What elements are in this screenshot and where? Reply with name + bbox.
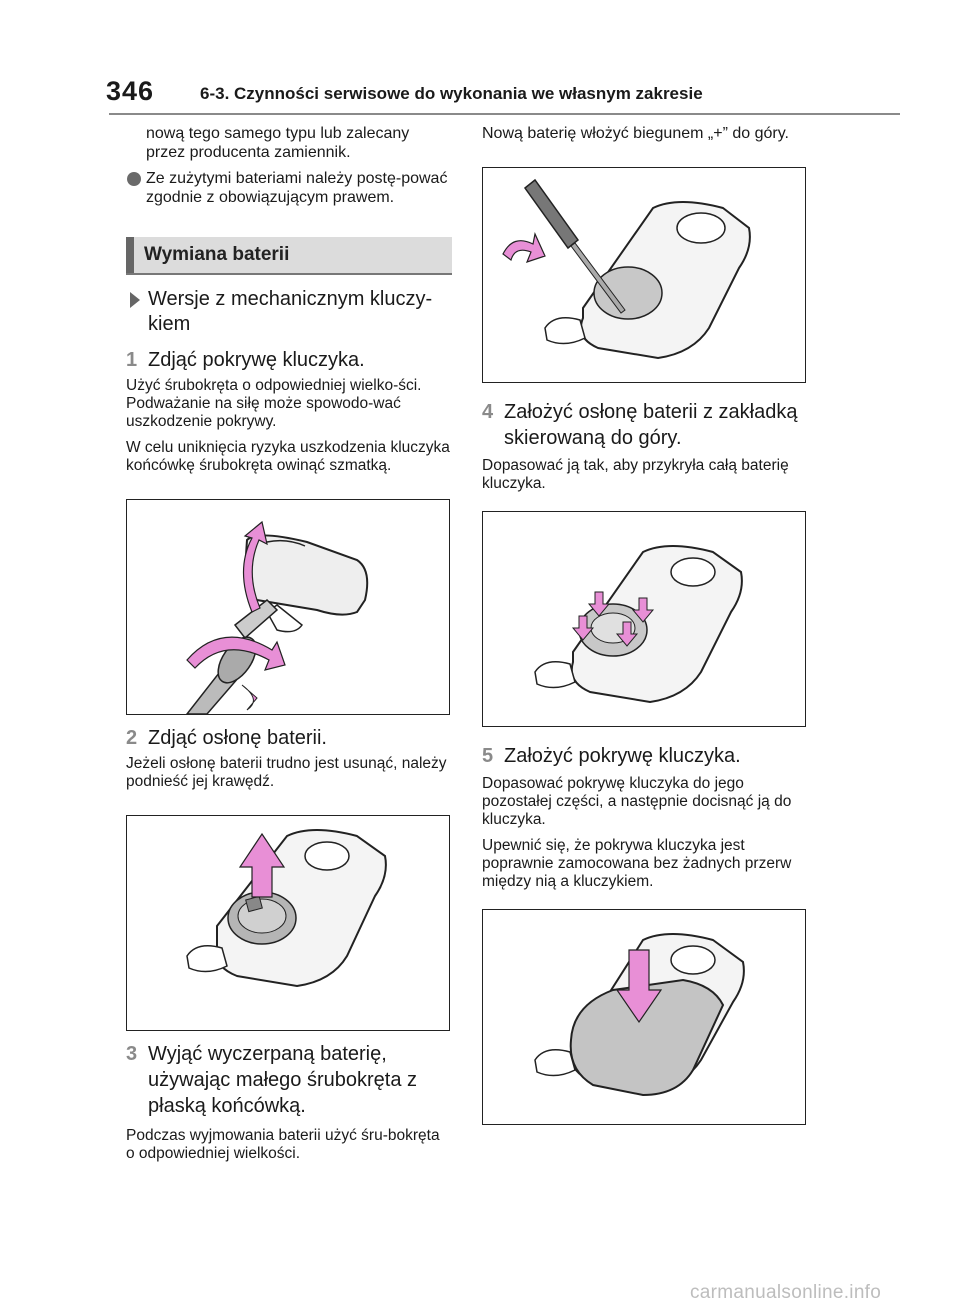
step-3: 3 Wyjąć wyczerpaną baterię, używając mał… xyxy=(126,1041,452,1119)
bullet-dot-icon xyxy=(127,172,141,186)
heading-bar xyxy=(126,237,134,273)
triangle-marker-icon xyxy=(130,292,140,308)
left-column: nową tego samego typu lub zalecany przez… xyxy=(126,124,452,1163)
figure-insert-battery xyxy=(482,167,806,383)
step-number: 3 xyxy=(126,1043,138,1065)
step-1-note-2: W celu uniknięcia ryzyka uszkodzenia klu… xyxy=(126,439,450,474)
battery-insert-note: Nową baterię włożyć biegunem „+” do góry… xyxy=(482,125,789,142)
bullet-item: Ze zużytymi bateriami należy postę-pować… xyxy=(126,169,452,207)
step-5-note: Dopasować pokrywę kluczyka do jego pozos… xyxy=(482,775,792,828)
section-title: 6-3. Czynności serwisowe do wykonania we… xyxy=(200,84,703,103)
step-number: 1 xyxy=(126,349,138,371)
step-1-note: Użyć śrubokręta o odpowiedniej wielko-śc… xyxy=(126,377,422,430)
step-4-note: Dopasować ją tak, aby przykryła całą bat… xyxy=(482,457,789,492)
step-number: 2 xyxy=(126,727,138,749)
step-title: Wyjąć wyczerpaną baterię, używając małeg… xyxy=(148,1043,418,1117)
section-heading: Wymiana baterii xyxy=(126,237,452,275)
watermark: carmanualsonline.info xyxy=(690,1282,882,1303)
step-number: 5 xyxy=(482,745,494,767)
step-number: 4 xyxy=(482,401,494,423)
step-3-note: Podczas wyjmowania baterii użyć śru-bokr… xyxy=(126,1127,440,1162)
variant-label: Wersje z mechanicznym kluczy-kiem xyxy=(126,287,452,337)
key-cover-pry-illustration xyxy=(186,520,369,714)
battery-shield-lift-illustration xyxy=(186,829,387,988)
step-2: 2 Zdjąć osłonę baterii. xyxy=(126,725,452,751)
step-5-note-2: Upewnić się, że pokrywa kluczyka jest po… xyxy=(482,837,792,890)
bullet-text: Ze zużytymi bateriami należy postę-pować… xyxy=(146,170,448,206)
battery-screwdriver-illustration xyxy=(502,178,751,360)
figure-remove-cover xyxy=(126,499,450,715)
step-title: Zdjąć osłonę baterii. xyxy=(148,727,327,749)
intro-continuation: nową tego samego typu lub zalecany przez… xyxy=(146,125,410,161)
figure-install-cover xyxy=(482,909,806,1125)
right-column: Nową baterię włożyć biegunem „+” do góry… xyxy=(482,124,808,1125)
figure-remove-battery-shield xyxy=(126,815,450,1031)
page-header: 346 6-3. Czynności serwisowe do wykonani… xyxy=(0,0,960,115)
step-title: Założyć pokrywę kluczyka. xyxy=(504,745,741,767)
figure-install-shield xyxy=(482,511,806,727)
cover-install-illustration xyxy=(534,933,745,1097)
heading-text: Wymiana baterii xyxy=(144,244,290,265)
shield-install-illustration xyxy=(534,545,743,704)
step-title: Zdjąć pokrywę kluczyka. xyxy=(148,349,365,371)
header-rule xyxy=(109,113,900,115)
step-2-note: Jeżeli osłonę baterii trudno jest usunąć… xyxy=(126,755,447,790)
page-number: 346 xyxy=(106,76,155,106)
variant-text: Wersje z mechanicznym kluczy-kiem xyxy=(148,288,433,335)
step-5: 5 Założyć pokrywę kluczyka. xyxy=(482,743,808,769)
step-4: 4 Założyć osłonę baterii z zakładką skie… xyxy=(482,399,808,451)
step-1: 1 Zdjąć pokrywę kluczyka. xyxy=(126,347,452,373)
step-title: Założyć osłonę baterii z zakładką skiero… xyxy=(504,401,798,449)
